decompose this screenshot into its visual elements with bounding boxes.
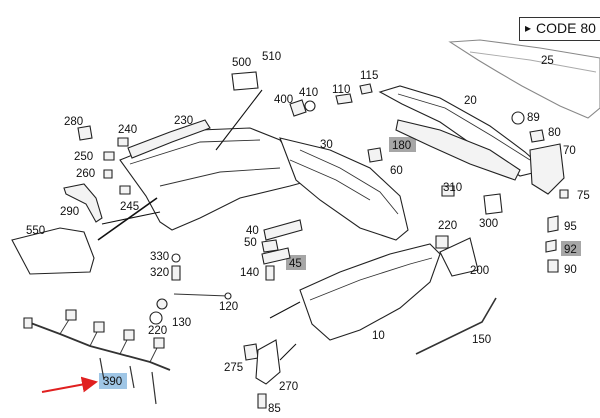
part-140-bolt <box>265 265 275 281</box>
label-230: 230 <box>174 115 193 127</box>
label-70: 70 <box>563 145 576 157</box>
label-290: 290 <box>60 206 79 218</box>
label-60: 60 <box>390 165 403 177</box>
part-120-rod <box>173 292 232 300</box>
label-200: 200 <box>470 265 489 277</box>
label-85: 85 <box>268 403 281 415</box>
label-140: 140 <box>240 267 259 279</box>
part-95-92-90 <box>545 215 559 273</box>
label-120: 120 <box>219 301 238 313</box>
label-510: 510 <box>262 51 281 63</box>
part-130-220 <box>149 298 168 325</box>
part-180-strip <box>395 119 521 181</box>
label-90: 90 <box>564 264 577 276</box>
part-250-260-245 <box>103 151 131 195</box>
label-92: 92 <box>564 244 577 256</box>
part-275-270-85 <box>243 339 281 409</box>
label-280: 280 <box>64 116 83 128</box>
code-label: CODE 80 <box>536 20 596 36</box>
part-110-clip <box>335 83 373 105</box>
label-45: 45 <box>289 258 302 270</box>
part-550-panel <box>11 227 95 275</box>
label-75: 75 <box>577 190 590 202</box>
label-80: 80 <box>548 127 561 139</box>
label-270: 270 <box>279 381 298 393</box>
label-390: 390 <box>103 376 122 388</box>
label-500: 500 <box>232 57 251 69</box>
label-240: 240 <box>118 124 137 136</box>
highlight-45 <box>286 255 306 270</box>
label-245: 245 <box>120 201 139 213</box>
label-220-left: 220 <box>148 325 167 337</box>
part-10-lower <box>299 243 441 341</box>
part-330-320 <box>171 253 181 281</box>
part-bumper-left <box>119 127 314 231</box>
part-280-240-clips <box>77 125 129 147</box>
label-180: 180 <box>392 140 411 152</box>
callout-labels: 500 510 400 410 110 115 280 240 230 250 … <box>26 51 590 415</box>
leader-lines <box>97 89 301 361</box>
label-260: 260 <box>76 168 95 180</box>
highlight-390 <box>99 373 127 389</box>
part-25-diffuser <box>448 39 600 119</box>
label-95: 95 <box>564 221 577 233</box>
highlight-92 <box>561 241 581 256</box>
label-310: 310 <box>443 182 462 194</box>
label-330: 330 <box>150 251 169 263</box>
label-110: 110 <box>332 84 350 96</box>
label-250: 250 <box>74 151 93 163</box>
label-400: 400 <box>274 94 293 106</box>
label-275: 275 <box>224 362 243 374</box>
label-115: 115 <box>360 70 378 82</box>
part-500-plate <box>231 71 259 91</box>
part-400-sensor <box>289 99 316 117</box>
part-150-rod <box>415 297 497 355</box>
label-10: 10 <box>372 330 385 342</box>
part-89-80-70-75 <box>511 111 569 199</box>
label-20: 20 <box>464 95 477 107</box>
highlight-180 <box>389 137 416 152</box>
code-box: ▸ CODE 80 <box>519 17 600 41</box>
label-25: 25 <box>541 55 554 67</box>
part-30-center <box>279 137 409 241</box>
label-40: 40 <box>246 225 259 237</box>
part-40-50-45 <box>261 219 303 265</box>
label-550: 550 <box>26 225 45 237</box>
part-230-trim <box>127 119 211 159</box>
label-50: 50 <box>244 237 257 249</box>
label-410: 410 <box>299 87 318 99</box>
label-89: 89 <box>527 112 540 124</box>
label-300: 300 <box>479 218 498 230</box>
triangle-right-icon: ▸ <box>525 21 532 35</box>
label-30: 30 <box>320 139 333 151</box>
label-320: 320 <box>150 267 169 279</box>
label-220-right: 220 <box>438 220 457 232</box>
pointer-arrow-390 <box>41 376 98 393</box>
part-290-strip <box>63 183 103 223</box>
part-220-200 <box>435 235 479 277</box>
part-310-300 <box>441 185 503 215</box>
part-390-harness <box>23 309 171 405</box>
part-60 <box>367 147 383 163</box>
label-150: 150 <box>472 334 491 346</box>
label-130: 130 <box>172 317 191 329</box>
